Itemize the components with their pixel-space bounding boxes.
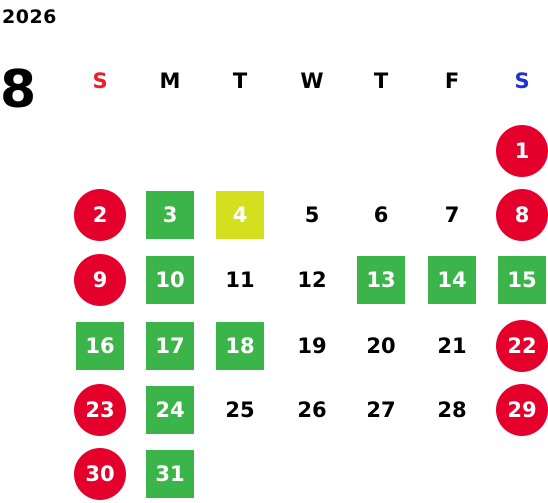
weekday-fri: F xyxy=(444,69,460,93)
day-cell-28[interactable]: 28 xyxy=(437,398,467,422)
weekday-sun: S xyxy=(92,69,108,93)
day-cell-30[interactable]: 30 xyxy=(74,448,126,500)
day-cell-5[interactable]: 5 xyxy=(304,203,320,227)
weekday-tue: T xyxy=(232,69,248,93)
day-cell-14[interactable]: 14 xyxy=(428,256,476,304)
day-cell-4[interactable]: 4 xyxy=(216,191,264,239)
day-cell-31[interactable]: 31 xyxy=(146,450,194,498)
day-cell-29[interactable]: 29 xyxy=(496,384,548,436)
day-cell-2[interactable]: 2 xyxy=(74,189,126,241)
day-cell-25[interactable]: 25 xyxy=(225,398,255,422)
month-label: 8 xyxy=(0,60,37,120)
weekday-sat: S xyxy=(514,69,530,93)
day-cell-11[interactable]: 11 xyxy=(225,268,255,292)
year-label: 2026 xyxy=(2,6,57,28)
day-cell-12[interactable]: 12 xyxy=(297,268,327,292)
day-cell-17[interactable]: 17 xyxy=(146,322,194,370)
day-cell-15[interactable]: 15 xyxy=(498,256,546,304)
day-cell-7[interactable]: 7 xyxy=(444,203,460,227)
day-cell-9[interactable]: 9 xyxy=(74,254,126,306)
weekday-wed: W xyxy=(300,69,324,93)
day-cell-13[interactable]: 13 xyxy=(357,256,405,304)
day-cell-21[interactable]: 21 xyxy=(437,334,467,358)
day-cell-23[interactable]: 23 xyxy=(74,384,126,436)
day-cell-6[interactable]: 6 xyxy=(373,203,389,227)
day-cell-16[interactable]: 16 xyxy=(76,322,124,370)
day-cell-1[interactable]: 1 xyxy=(496,125,548,177)
day-cell-24[interactable]: 24 xyxy=(146,386,194,434)
day-cell-19[interactable]: 19 xyxy=(297,334,327,358)
day-cell-10[interactable]: 10 xyxy=(146,256,194,304)
weekday-thu: T xyxy=(373,69,389,93)
day-cell-26[interactable]: 26 xyxy=(297,398,327,422)
weekday-mon: M xyxy=(159,69,181,93)
day-cell-27[interactable]: 27 xyxy=(366,398,396,422)
day-cell-18[interactable]: 18 xyxy=(216,322,264,370)
day-cell-3[interactable]: 3 xyxy=(146,191,194,239)
day-cell-20[interactable]: 20 xyxy=(366,334,396,358)
day-cell-8[interactable]: 8 xyxy=(496,189,548,241)
day-cell-22[interactable]: 22 xyxy=(496,320,548,372)
